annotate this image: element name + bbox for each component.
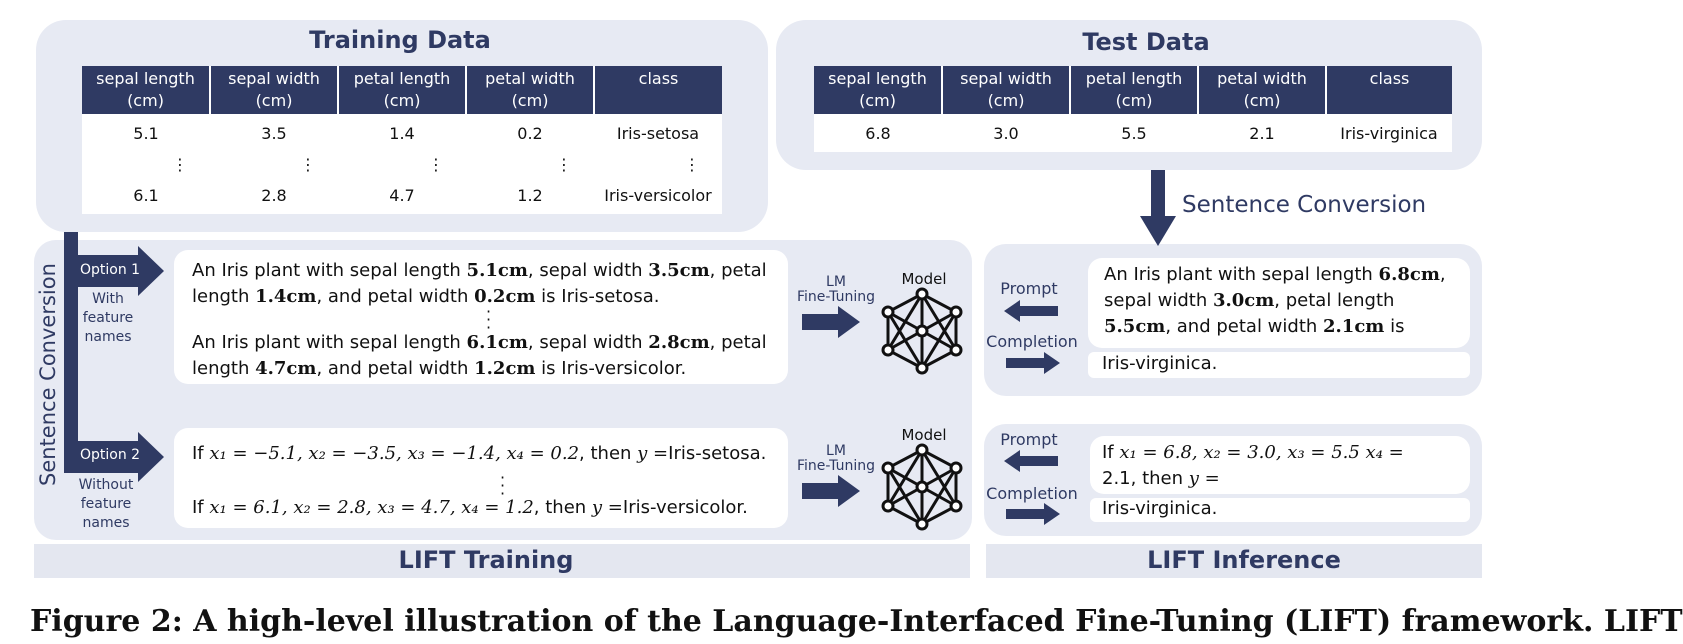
test-data-title: Test Data [1082, 28, 1210, 56]
completion-label-2: Completion [986, 484, 1078, 503]
right-arrow-icon [1006, 503, 1060, 525]
sentence-conversion-bar [64, 232, 78, 470]
right-arrow-icon [1006, 352, 1060, 374]
right-arrow-icon [802, 475, 860, 507]
vertical-ellipsis: ··· [486, 302, 492, 337]
inference1-prompt-text: An Iris plant with sepal length 6.8cm, s… [1104, 264, 1446, 337]
option1-label: Option 1 [80, 262, 141, 278]
table-header: petal length(cm) [338, 66, 467, 114]
lift-inference-bar [986, 544, 1482, 578]
option1-arrow-icon [64, 246, 164, 296]
inference2-completion-text: Iris-virginica. [1102, 498, 1218, 519]
model-label-2: Model [901, 426, 947, 444]
table-cell: ⋮ [300, 154, 316, 174]
sentence-conversion-label-right: Sentence Conversion [1182, 192, 1427, 218]
table-row: 6.1 2.8 4.7 1.2 Iris-versicolor [82, 176, 722, 214]
table-header: petal width(cm) [466, 66, 595, 114]
training-data-table: sepal length(cm) sepal width(cm) petal l… [82, 66, 722, 214]
table-cell: 3.5 [261, 123, 287, 143]
option2-sentence-1: If x₁ = −5.1, x₂ = −3.5, x₃ = −1.4, x₄ =… [192, 443, 767, 464]
vertical-ellipsis: ··· [500, 468, 506, 503]
right-arrow-icon [802, 306, 860, 338]
training-data-title: Training Data [309, 26, 491, 54]
table-cell: Iris-setosa [616, 123, 700, 143]
table-header: class [594, 66, 722, 114]
table-cell: Iris-versicolor [604, 185, 712, 205]
table-header: petal length(cm) [1070, 66, 1199, 114]
table-header: sepal length(cm) [82, 66, 211, 114]
table-header: class [1326, 66, 1452, 114]
table-row: 5.1 3.5 1.4 0.2 Iris-setosa [82, 114, 722, 152]
prompt-label-2: Prompt [1000, 430, 1058, 449]
table-cell: ⋮ [556, 154, 572, 174]
table-row: ⋮ ⋮ ⋮ ⋮ ⋮ [82, 152, 722, 176]
inference1-completion-text: Iris-virginica. [1102, 353, 1218, 374]
model-network-icon [881, 443, 963, 531]
inference2-prompt-text: If x₁ = 6.8, x₂ = 3.0, x₃ = 5.5 x₄ =2.1,… [1102, 442, 1404, 489]
table-cell: 6.8 [865, 123, 891, 143]
table-row: 6.8 3.0 5.5 2.1 Iris-virginica [814, 114, 1452, 152]
completion-label-1: Completion [986, 332, 1078, 351]
table-cell: ⋮ [684, 154, 700, 174]
table-cell: Iris-virginica [1340, 123, 1438, 143]
inference2-completion-box [1090, 498, 1470, 522]
model-label-1: Model [901, 270, 947, 288]
table-cell: 5.5 [1121, 123, 1147, 143]
option1-sentence-box [174, 250, 788, 384]
down-arrow-icon [1140, 170, 1176, 246]
table-cell: 2.1 [1249, 123, 1275, 143]
option1-sentence-1: An Iris plant with sepal length 5.1cm, s… [192, 260, 767, 307]
table-cell: 0.2 [517, 123, 543, 143]
table-cell: 4.7 [389, 185, 415, 205]
table-cell: 1.2 [517, 185, 543, 205]
table-cell: 2.8 [261, 185, 287, 205]
sentence-conversion-label-left: Sentence Conversion [36, 263, 60, 486]
table-cell: 1.4 [389, 123, 415, 143]
inference1-completion-box [1088, 352, 1470, 378]
option2-label: Option 2 [80, 447, 141, 463]
left-arrow-icon [1004, 300, 1058, 322]
inference2-prompt-box [1090, 436, 1470, 494]
table-header: petal width(cm) [1198, 66, 1327, 114]
table-cell: ⋮ [428, 154, 444, 174]
prompt-label-1: Prompt [1000, 279, 1058, 298]
table-header: sepal width(cm) [942, 66, 1071, 114]
inference1-prompt-box [1088, 258, 1470, 348]
table-cell: 3.0 [993, 123, 1019, 143]
lift-inference-label: LIFT Inference [1147, 546, 1341, 574]
figure-caption: Figure 2: A high-level illustration of t… [30, 604, 1683, 639]
option2-sentence-2: If x₁ = 6.1, x₂ = 2.8, x₃ = 4.7, x₄ = 1.… [192, 497, 748, 518]
table-cell: ⋮ [172, 154, 188, 174]
test-data-table: sepal length(cm) sepal width(cm) petal l… [814, 66, 1452, 152]
model-network-icon [881, 287, 963, 375]
option2-arrow-icon [64, 432, 164, 482]
option1-sentence-2: An Iris plant with sepal length 6.1cm, s… [192, 332, 767, 379]
lift-training-label: LIFT Training [398, 546, 574, 574]
table-cell: 5.1 [133, 123, 159, 143]
table-header: sepal length(cm) [814, 66, 943, 114]
table-header: sepal width(cm) [210, 66, 339, 114]
table-cell: 6.1 [133, 185, 159, 205]
lift-training-bar [34, 544, 970, 578]
option2-sentence-box [174, 428, 788, 528]
left-arrow-icon [1004, 450, 1058, 472]
